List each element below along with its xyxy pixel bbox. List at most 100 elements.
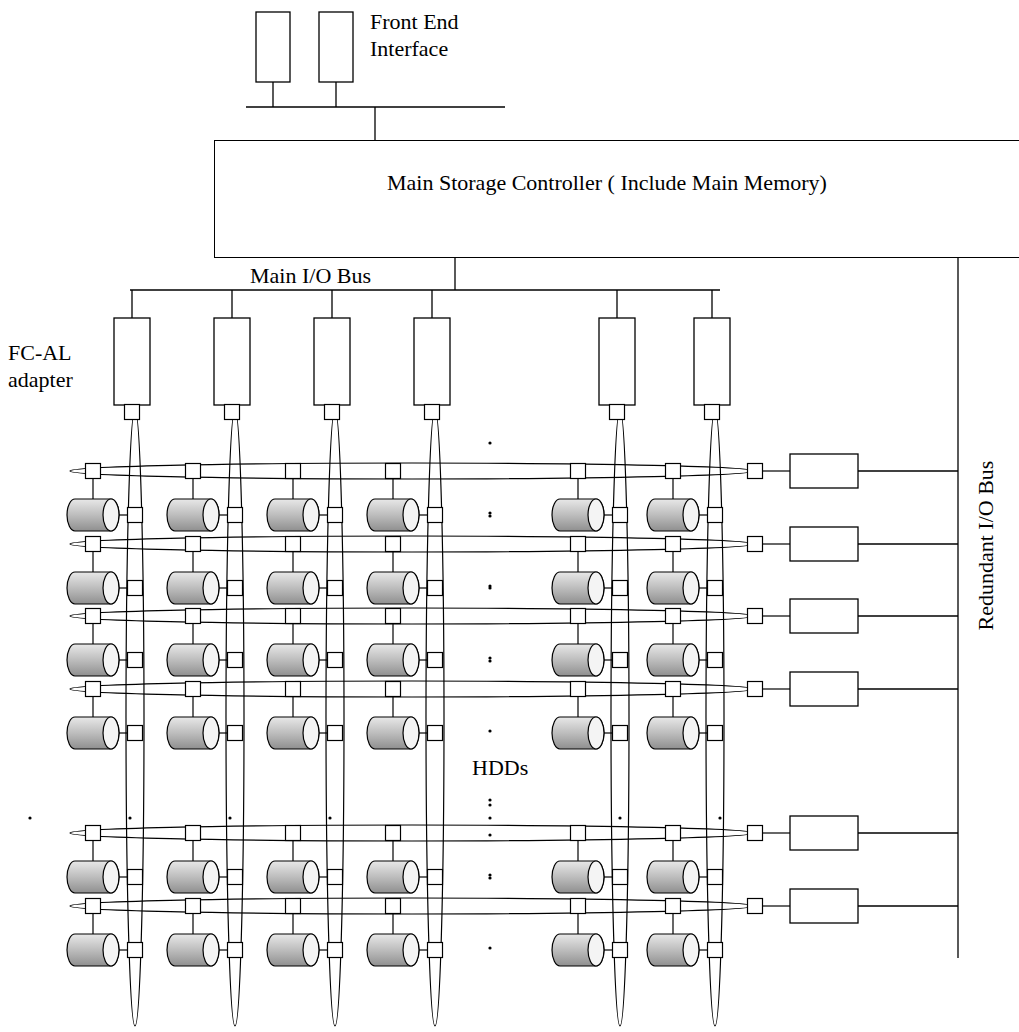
hdd-end	[303, 499, 319, 531]
continuation-dot	[488, 586, 491, 589]
hdd-body	[167, 572, 219, 604]
drive-link	[419, 514, 428, 515]
redundant-adapter	[790, 454, 858, 488]
drive-port	[228, 870, 243, 885]
drive-link	[119, 876, 128, 877]
hdd-body	[552, 934, 604, 966]
drive-link	[319, 876, 328, 877]
loop-link	[762, 905, 790, 906]
drive-port	[128, 653, 143, 668]
drive-link	[219, 587, 228, 588]
fc-al-adapter	[114, 318, 150, 405]
redundant-bus-drop	[858, 832, 958, 833]
drive-port	[186, 464, 201, 479]
drive-link	[319, 514, 328, 515]
drive-link	[419, 587, 428, 588]
drive-port	[128, 581, 143, 596]
drive-port	[328, 653, 343, 668]
drive-link	[292, 477, 293, 499]
drive-link	[292, 695, 293, 717]
drive-link	[672, 477, 673, 499]
column-loop	[226, 410, 244, 1026]
drive-link	[672, 695, 673, 717]
drive-link	[119, 732, 128, 733]
bus-drop	[616, 290, 617, 318]
drive-port	[186, 682, 201, 697]
drive-link	[192, 695, 193, 717]
drive-link	[292, 622, 293, 644]
drive-port	[328, 508, 343, 523]
interface-label: Front End Interface	[370, 8, 530, 62]
hdd-end	[103, 499, 119, 531]
drive-port	[228, 943, 243, 958]
drive-link	[392, 912, 393, 934]
hdd-body	[367, 717, 419, 749]
drive-port	[613, 943, 628, 958]
drive-port	[86, 609, 101, 624]
hdd-end	[683, 717, 699, 749]
drive-link	[192, 839, 193, 861]
continuation-dot	[488, 729, 491, 732]
drive-port	[666, 826, 681, 841]
drive-port	[613, 870, 628, 885]
drive-link	[577, 622, 578, 644]
drive-link	[119, 949, 128, 950]
drive-link	[219, 514, 228, 515]
drive-port	[86, 464, 101, 479]
hdd-end	[303, 572, 319, 604]
hdd-body	[367, 644, 419, 676]
hdd-end	[303, 861, 319, 893]
drive-port	[286, 899, 301, 914]
drive-link	[92, 839, 93, 861]
loop-link	[762, 470, 790, 471]
drive-link	[699, 514, 708, 515]
drive-port	[328, 581, 343, 596]
fc-al-adapter	[694, 318, 730, 405]
hdd-grid	[28, 290, 958, 1026]
drive-port	[613, 726, 628, 741]
fc-al-adapter	[314, 318, 350, 405]
hdd-end	[103, 861, 119, 893]
column-loop	[611, 410, 629, 1026]
hdd-end	[203, 572, 219, 604]
drive-link	[292, 550, 293, 572]
controller-label: Main Storage Controller ( Include Main M…	[387, 169, 827, 196]
redundant-adapter	[790, 527, 858, 561]
hdd-end	[203, 499, 219, 531]
drive-link	[319, 949, 328, 950]
hdd-end	[303, 717, 319, 749]
drive-port	[228, 653, 243, 668]
hdd-end	[203, 717, 219, 749]
continuation-dot	[328, 816, 331, 819]
drive-link	[392, 622, 393, 644]
hdd-end	[203, 861, 219, 893]
hdd-body	[167, 644, 219, 676]
drive-port	[708, 508, 723, 523]
hdd-end	[203, 644, 219, 676]
adapter-port	[705, 405, 720, 420]
drive-port	[571, 682, 586, 697]
hdd-end	[303, 934, 319, 966]
drive-port	[328, 943, 343, 958]
hdd-body	[552, 861, 604, 893]
drive-link	[604, 514, 613, 515]
row-loop	[70, 898, 754, 914]
drive-link	[92, 550, 93, 572]
drive-port	[286, 609, 301, 624]
loop-link	[762, 543, 790, 544]
drive-link	[92, 477, 93, 499]
drive-link	[604, 876, 613, 877]
adapter-port	[225, 405, 240, 420]
hdd-body	[267, 572, 319, 604]
loop-port	[748, 609, 763, 624]
column-loop	[706, 410, 724, 1026]
continuation-dot	[228, 816, 231, 819]
drive-port	[328, 726, 343, 741]
drive-link	[577, 477, 578, 499]
loop-port	[748, 464, 763, 479]
drive-link	[92, 912, 93, 934]
drive-link	[672, 550, 673, 572]
drive-link	[92, 695, 93, 717]
drive-link	[699, 659, 708, 660]
redundant-bus-drop	[858, 688, 958, 689]
